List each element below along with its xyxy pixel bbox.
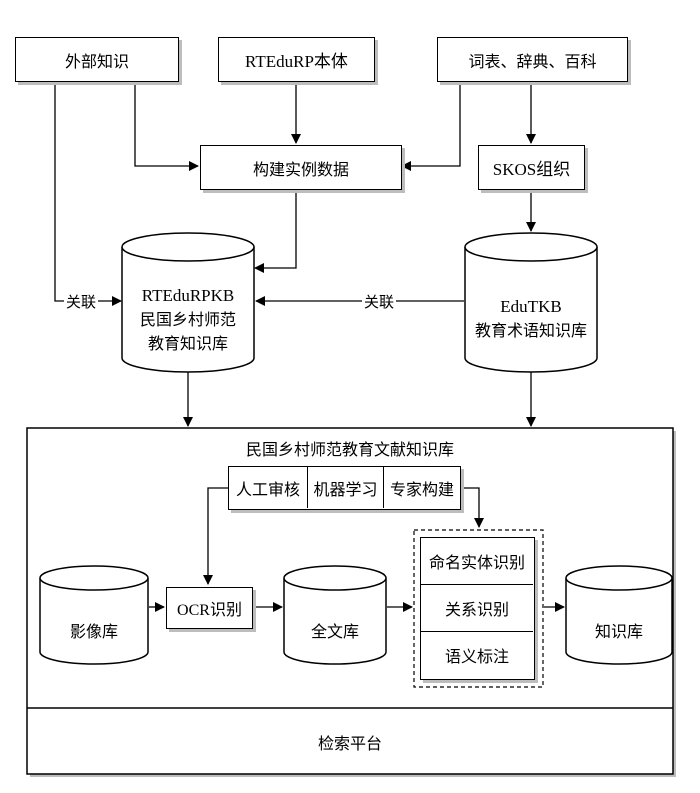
fulltext-db-label: 全文库: [310, 622, 359, 641]
methods-row: 人工审核 机器学习 专家构建: [228, 466, 461, 510]
ontology-box: RTEduRP本体: [218, 37, 375, 82]
method-manual-review: 人工审核: [229, 467, 308, 508]
search-platform-label: 检索平台: [317, 734, 382, 753]
rteduRPKB-cylinder: [121, 232, 255, 373]
rteduRPKB-desc-line2: 教育知识库: [147, 334, 228, 353]
task-semantic-annotation: 语义标注: [444, 647, 509, 666]
arrow-external-to-kb: [54, 82, 122, 306]
arrow-build-to-kb: [254, 190, 297, 273]
ocr-label: OCR识别: [177, 602, 242, 619]
tasks-group-dashed: [413, 529, 544, 688]
rteduRPKB-name: RTEduRPKB: [141, 286, 235, 305]
link-label-left: 关联: [64, 291, 99, 312]
rteduRPKB-text: RTEduRPKB 民国乡村师范 教育知识库: [122, 284, 254, 356]
edutkb-cylinder: [464, 232, 598, 373]
fulltext-db-cylinder: [283, 565, 387, 665]
skos-box: SKOS组织: [478, 145, 585, 190]
build-instance-box: 构建实例数据: [200, 145, 402, 190]
thesaurus-box: 词表、辞典、百科: [437, 37, 628, 82]
method-expert-build: 专家构建: [389, 479, 454, 499]
knowledge-db-label: 知识库: [594, 622, 643, 641]
external-knowledge-box: 外部知识: [15, 37, 179, 82]
platform-title: 民国乡村师范教育文献知识库: [245, 440, 454, 459]
edutkb-name: EduTKB: [500, 297, 562, 316]
external-knowledge-label: 外部知识: [64, 51, 129, 71]
ocr-box: OCR识别: [166, 587, 253, 629]
edutkb-desc: 教育术语知识库: [474, 321, 587, 340]
method-machine-learning: 机器学习: [308, 467, 384, 508]
task-relation: 关系识别: [421, 585, 533, 632]
build-instance-label: 构建实例数据: [252, 159, 349, 179]
image-db-label: 影像库: [69, 622, 118, 641]
thesaurus-label: 词表、辞典、百科: [468, 51, 597, 71]
link-label-middle: 关联: [362, 291, 397, 312]
arrow-thesaurus-to-build: [401, 82, 461, 171]
knowledge-db-cylinder: [565, 565, 673, 665]
image-db-cylinder: [39, 565, 149, 665]
tasks-stack: 命名实体识别 关系识别 语义标注: [420, 537, 535, 680]
rteduRPKB-desc-line1: 民国乡村师范: [139, 310, 236, 329]
skos-label: SKOS组织: [492, 160, 571, 179]
ontology-label: RTEduRP本体: [245, 52, 348, 71]
arrow-external-to-build: [134, 82, 199, 171]
edutkb-text: EduTKB 教育术语知识库: [460, 295, 602, 343]
arrow-review-to-ocr: [203, 487, 228, 585]
arrow-expert-to-tasks: [461, 487, 484, 528]
task-ner: 命名实体识别: [421, 538, 533, 585]
